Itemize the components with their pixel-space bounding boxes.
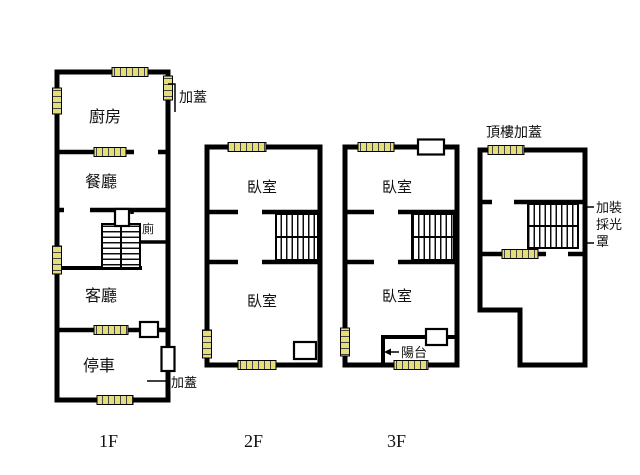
window-icon: [501, 249, 539, 259]
window-icon: [487, 145, 525, 155]
windows: [487, 145, 539, 259]
floor-plan-rooftop: 頂樓加蓋 加裝 採光 罩: [477, 125, 622, 368]
room-label-bedroom-bottom: 臥室: [247, 292, 277, 310]
room-label-dining: 餐廳: [85, 172, 117, 191]
window-icon: [340, 327, 350, 357]
outer-wall: [477, 147, 588, 368]
addition-bottom-label: 加蓋: [171, 376, 197, 391]
skylight-label-line3: 罩: [596, 235, 609, 250]
door-icon: [138, 320, 160, 339]
stairs-3f: [411, 213, 455, 261]
rooftop-addition-label: 頂樓加蓋: [486, 125, 542, 141]
room-label-toilet: 廁: [142, 221, 154, 236]
skylight-brackets: [585, 206, 594, 244]
floor-plan-2f: 臥室 臥室 2F: [202, 142, 323, 451]
window-icon: [163, 75, 173, 101]
door-icon: [160, 345, 176, 373]
stairs-1f: [101, 223, 141, 269]
skylight-label-line2: 採光: [596, 218, 622, 233]
addition-top-label: 加蓋: [179, 90, 207, 106]
window-icon: [96, 395, 134, 405]
door-icon: [292, 340, 318, 361]
balcony-walls: [381, 335, 459, 364]
window-icon: [93, 147, 127, 157]
window-icon: [111, 67, 149, 77]
arrow-head-icon: [384, 348, 391, 356]
window-icon: [52, 87, 62, 115]
window-icon: [93, 325, 129, 335]
window-icon: [357, 142, 395, 152]
doors: [416, 138, 449, 347]
floor-plan-3f: 臥室 臥室 陽台 3F: [340, 138, 460, 451]
stairs-rooftop: [527, 203, 579, 249]
room-label-parking: 停車: [83, 356, 115, 375]
room-label-bedroom-top: 臥室: [382, 178, 412, 196]
room-label-bedroom-top: 臥室: [247, 178, 277, 196]
stairs-2f: [275, 213, 319, 261]
window-icon: [227, 142, 267, 152]
doors: [113, 207, 176, 373]
floor-label-3f: 3F: [387, 431, 406, 451]
room-label-balcony: 陽台: [401, 346, 427, 361]
door-opening: [134, 147, 158, 157]
skylight-label-line1: 加裝: [596, 201, 622, 216]
interior-walls: [343, 209, 459, 265]
addition-top-bracket: [168, 83, 176, 112]
window-icon: [393, 360, 429, 370]
window-icon: [52, 245, 62, 275]
window-icon: [237, 360, 277, 370]
window-icon: [202, 329, 212, 359]
door-icon: [113, 207, 131, 228]
room-label-bedroom-bottom: 臥室: [382, 287, 412, 305]
floor-label-2f: 2F: [244, 431, 263, 451]
door-icon: [416, 138, 446, 156]
door-icon: [424, 327, 449, 347]
interior-walls: [205, 209, 322, 265]
windows: [202, 142, 277, 370]
room-label-living: 客廳: [85, 286, 117, 305]
room-label-kitchen: 廚房: [89, 107, 121, 126]
windows: [52, 67, 173, 405]
windows: [340, 142, 429, 370]
floor-plan-1f: 加蓋 加蓋 廚房 餐廳 客廳 停車 廁 1F: [52, 67, 207, 451]
door-opening: [64, 205, 90, 215]
balcony-arrow: [384, 348, 399, 356]
floor-label-1f: 1F: [99, 431, 118, 451]
